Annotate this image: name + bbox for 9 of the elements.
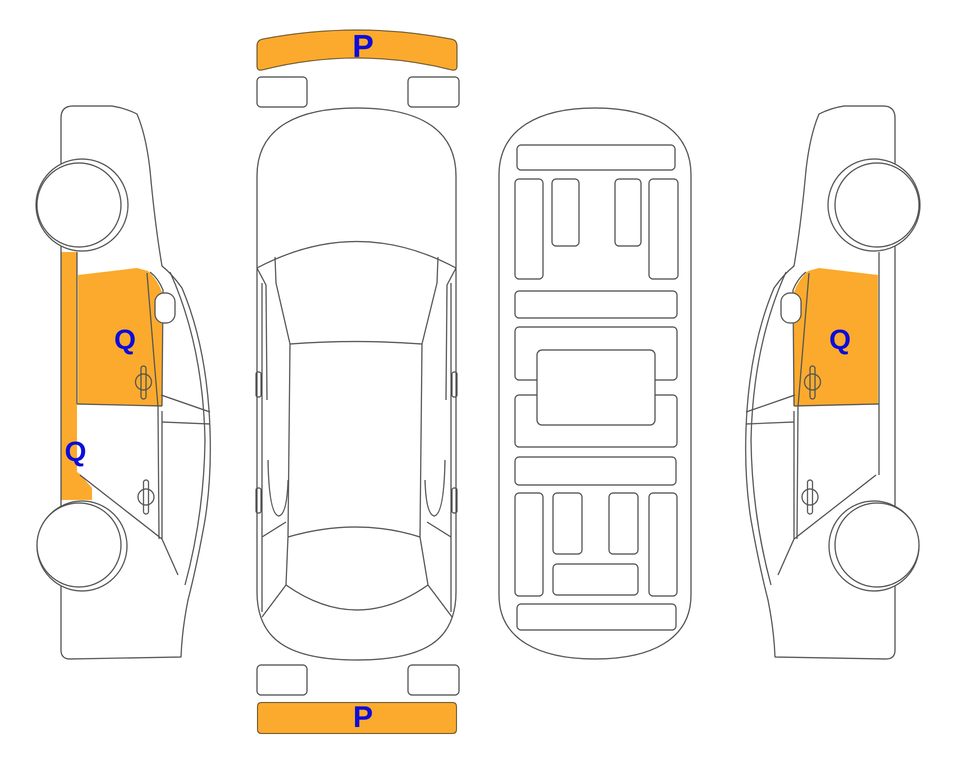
door-panel [78, 266, 163, 407]
bumper-panel [257, 702, 457, 734]
panel-code: Q [829, 326, 851, 354]
panel-code: Q [114, 326, 136, 354]
panel-code: P [352, 30, 374, 62]
door-panel [793, 266, 878, 407]
bumper-panel [256, 28, 458, 72]
panel-code: P [353, 703, 373, 733]
sill-panel [61, 252, 93, 500]
